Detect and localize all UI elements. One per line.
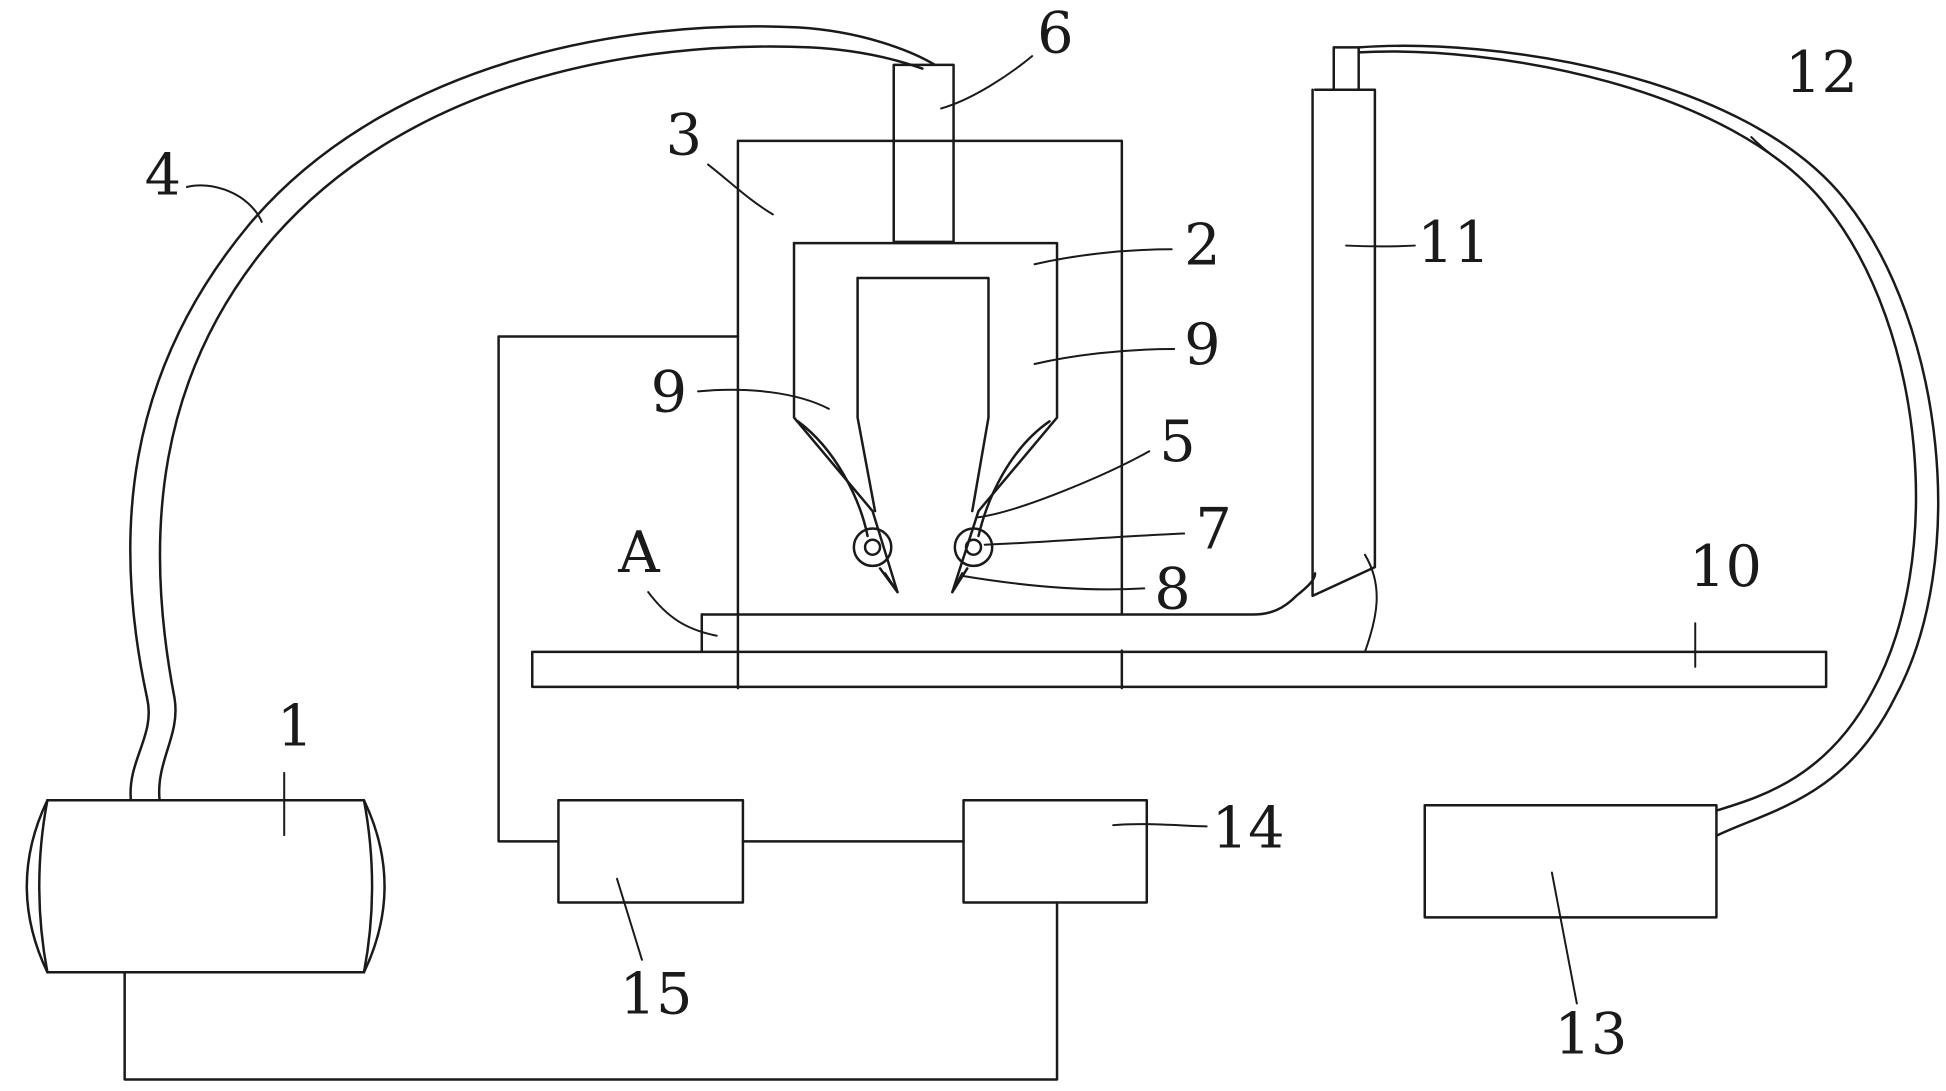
cable-12 bbox=[1359, 46, 1938, 835]
pipe-6 bbox=[894, 65, 954, 242]
label-7: 7 bbox=[1195, 495, 1231, 562]
label-9-right: 9 bbox=[1184, 311, 1220, 378]
label-13: 13 bbox=[1554, 1000, 1627, 1067]
label-6: 6 bbox=[1037, 0, 1073, 66]
leader-lines bbox=[187, 56, 1792, 1003]
label-10: 10 bbox=[1689, 533, 1762, 600]
label-1: 1 bbox=[277, 692, 313, 759]
label-3: 3 bbox=[666, 102, 702, 169]
housing-3 bbox=[738, 141, 1122, 688]
label-11: 11 bbox=[1417, 209, 1490, 276]
cutter-11 bbox=[1313, 47, 1375, 595]
tank-1 bbox=[27, 800, 385, 972]
film-strip-A bbox=[702, 573, 1315, 652]
label-4: 4 bbox=[145, 141, 181, 208]
box-14 bbox=[964, 800, 1147, 902]
platform-10 bbox=[532, 652, 1826, 687]
unit-13 bbox=[1425, 805, 1717, 917]
label-15: 15 bbox=[620, 960, 693, 1027]
label-9-left: 9 bbox=[651, 358, 687, 425]
label-5: 5 bbox=[1159, 408, 1195, 475]
nozzle-2 bbox=[794, 243, 1057, 592]
wiring bbox=[125, 337, 1057, 1080]
label-A: A bbox=[617, 519, 660, 586]
label-14: 14 bbox=[1212, 795, 1285, 862]
label-12: 12 bbox=[1785, 39, 1858, 106]
label-2: 2 bbox=[1184, 211, 1220, 278]
label-8: 8 bbox=[1154, 555, 1190, 622]
box-15 bbox=[558, 800, 742, 902]
